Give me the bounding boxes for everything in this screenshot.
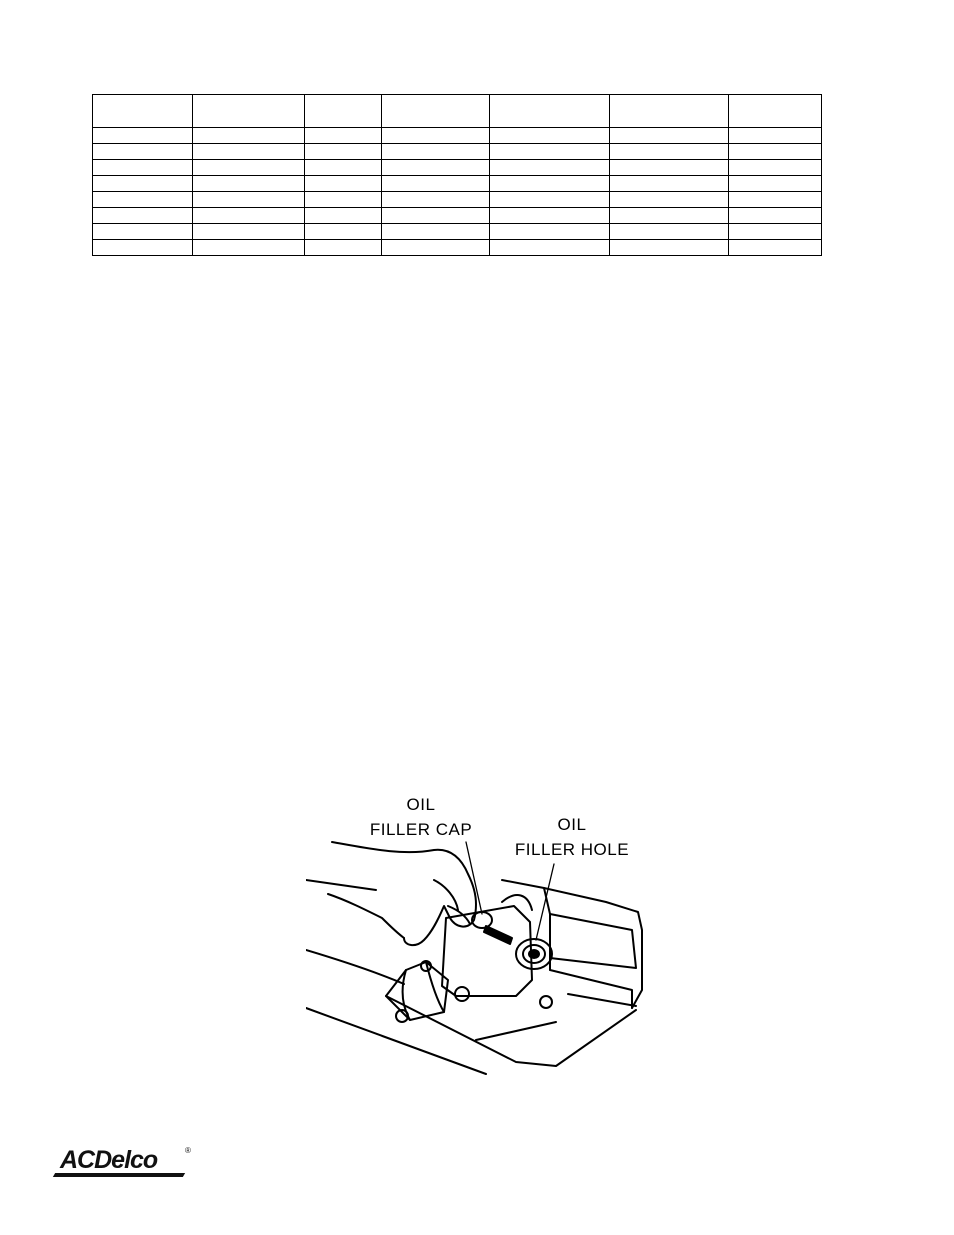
table-cell xyxy=(192,207,305,224)
oil-filler-illustration: OIL FILLER CAP OIL FILLER HOLE xyxy=(306,790,646,1075)
table-cell xyxy=(489,223,610,240)
oil-filler-cap-label: OIL FILLER CAP xyxy=(369,795,473,839)
table-cell xyxy=(381,207,490,224)
table-cell xyxy=(381,94,490,128)
table-row xyxy=(92,127,822,144)
table-cell xyxy=(609,207,729,224)
table-cell xyxy=(92,175,193,192)
table-cell xyxy=(92,159,193,176)
table-cell xyxy=(728,207,822,224)
table-cell xyxy=(92,239,193,256)
logo-underline xyxy=(52,1173,186,1177)
table-cell xyxy=(92,191,193,208)
table-cell xyxy=(304,143,382,160)
table-cell xyxy=(192,223,305,240)
table-cell xyxy=(192,175,305,192)
table-cell xyxy=(609,175,729,192)
table-cell xyxy=(304,127,382,144)
logo-wordmark: ACDelco xyxy=(60,1146,158,1174)
table-cell xyxy=(192,143,305,160)
table-cell xyxy=(92,143,193,160)
table-cell xyxy=(728,223,822,240)
registered-mark: ® xyxy=(185,1146,191,1155)
table-cell xyxy=(609,143,729,160)
table-cell xyxy=(489,239,610,256)
table-cell xyxy=(192,239,305,256)
table-cell xyxy=(609,127,729,144)
table-cell xyxy=(192,127,305,144)
table-cell xyxy=(609,94,729,128)
table-row xyxy=(92,191,822,208)
table-cell xyxy=(609,223,729,240)
table-cell xyxy=(728,127,822,144)
table-row xyxy=(92,223,822,240)
table-cell xyxy=(192,191,305,208)
table-cell xyxy=(304,207,382,224)
table-cell xyxy=(489,175,610,192)
table-cell xyxy=(489,207,610,224)
table-cell xyxy=(381,191,490,208)
table-cell xyxy=(489,191,610,208)
table-cell xyxy=(304,175,382,192)
table-cell xyxy=(728,175,822,192)
table-cell xyxy=(92,127,193,144)
oil-filler-hole-label: OIL FILLER HOLE xyxy=(514,815,630,859)
table-cell xyxy=(728,159,822,176)
table-cell xyxy=(609,239,729,256)
table-cell xyxy=(304,239,382,256)
table-cell xyxy=(304,191,382,208)
table-row xyxy=(92,239,822,256)
table-cell xyxy=(609,159,729,176)
table-cell xyxy=(489,127,610,144)
table-cell xyxy=(489,94,610,128)
table-cell xyxy=(304,94,382,128)
table-cell xyxy=(381,159,490,176)
table-header-row xyxy=(92,94,822,128)
table-cell xyxy=(92,94,193,128)
acdelco-logo: ACDelco ® xyxy=(52,1146,194,1180)
table-cell xyxy=(304,159,382,176)
table-cell xyxy=(728,94,822,128)
table-cell xyxy=(489,159,610,176)
spec-table xyxy=(92,94,822,256)
table-cell xyxy=(192,159,305,176)
table-cell xyxy=(381,223,490,240)
table-cell xyxy=(381,127,490,144)
table-cell xyxy=(92,207,193,224)
table-row xyxy=(92,207,822,224)
table-row xyxy=(92,143,822,160)
table-cell xyxy=(304,223,382,240)
table-cell xyxy=(728,143,822,160)
table-row xyxy=(92,175,822,192)
table-row xyxy=(92,159,822,176)
table-cell xyxy=(92,223,193,240)
table-cell xyxy=(381,175,490,192)
table-cell xyxy=(489,143,610,160)
table-cell xyxy=(728,239,822,256)
table-cell xyxy=(381,239,490,256)
table-cell xyxy=(381,143,490,160)
table-cell xyxy=(728,191,822,208)
table-cell xyxy=(192,94,305,128)
table-cell xyxy=(609,191,729,208)
